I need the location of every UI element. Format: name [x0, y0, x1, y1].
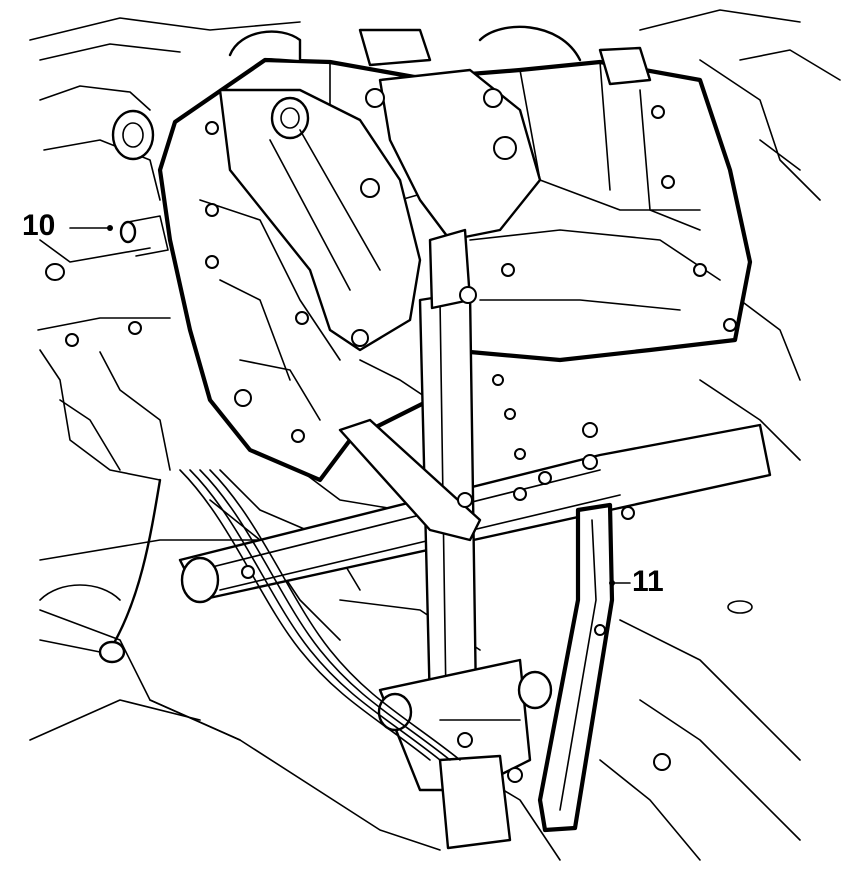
- callout-label-10: 10: [22, 209, 56, 242]
- callout-label-11: 11: [632, 565, 664, 598]
- callout-leaders: [69, 225, 631, 586]
- fastener-bolts: [65, 88, 737, 783]
- wiring-harness: [39, 469, 461, 761]
- drive-shaft: [178, 423, 772, 604]
- lower-crossmember-bracket: [377, 658, 553, 850]
- background-chassis-lines: [29, 9, 841, 861]
- torque-arm: [338, 418, 615, 833]
- leader-dot-11: [609, 580, 615, 586]
- hoses: [228, 25, 652, 86]
- leader-dot-10: [107, 225, 113, 231]
- rear-mount: [45, 109, 169, 281]
- upper-mount-bracket: [218, 68, 542, 352]
